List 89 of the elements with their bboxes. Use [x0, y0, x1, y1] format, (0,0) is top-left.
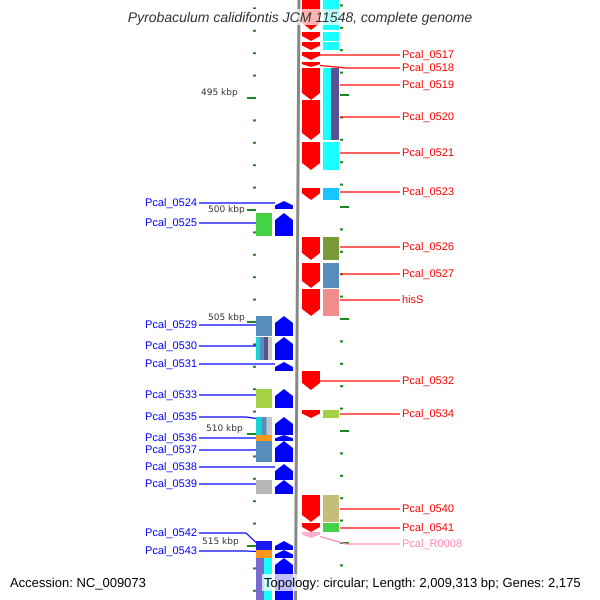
gene-drawing [302, 42, 340, 50]
gene-label: Pcal_0537 [145, 443, 197, 457]
scale-label: 505 kbp [208, 313, 245, 324]
leader-line [320, 54, 400, 56]
gene-drawing [256, 441, 293, 462]
leader-line [320, 380, 400, 382]
genome-title: Pyrobaculum calidifontis JCM 11548, complete genome [126, 9, 474, 25]
scale-label: 510 kbp [206, 424, 243, 435]
gene-drawing [302, 100, 340, 140]
leader-line [199, 532, 256, 543]
gene-label: Pcal_0536 [145, 431, 197, 445]
gene-label: Pcal_0519 [402, 78, 454, 92]
gene-drawing [302, 237, 340, 260]
leader-line [199, 394, 256, 396]
gene-drawing [256, 435, 293, 441]
gene-drawing [275, 464, 293, 480]
gene-label: Pcal_0523 [402, 185, 454, 199]
leader-line [340, 527, 400, 529]
gene-label: Pcal_R0008 [402, 537, 462, 551]
leader-line [340, 152, 400, 154]
leader-line [199, 416, 256, 420]
gene-drawing [275, 201, 293, 209]
scale-label: 500 kbp [208, 205, 245, 216]
gene-drawing [275, 362, 293, 371]
scale-label: 495 kbp [201, 88, 238, 99]
gene-label: Pcal_0532 [402, 374, 454, 388]
gene-label: Pcal_0526 [402, 240, 454, 254]
gene-drawing [302, 523, 340, 532]
gene-label: Pcal_0524 [145, 196, 197, 210]
gene-label: Pcal_0541 [402, 521, 454, 535]
gene-label: Pcal_0539 [145, 477, 197, 491]
leader-line [340, 299, 400, 301]
scale-label: 515 kbp [202, 537, 239, 548]
gene-drawing [302, 32, 340, 41]
gene-label: Pcal_0527 [402, 267, 454, 281]
gene-drawing [256, 389, 293, 408]
leader-line [199, 550, 256, 552]
gene-label: Pcal_0530 [145, 339, 197, 353]
gene-drawing [302, 371, 320, 390]
leader-line [320, 536, 400, 545]
gene-drawing [256, 316, 293, 336]
gene-label: Pcal_0531 [145, 357, 197, 371]
gene-drawing [302, 68, 340, 100]
leader-line [340, 508, 400, 510]
gene-drawing [302, 142, 340, 170]
gene-drawing [256, 417, 293, 435]
gene-drawing [302, 52, 320, 60]
leader-line [199, 449, 256, 451]
gene-drawing [302, 188, 340, 200]
gene-drawing [256, 213, 293, 236]
genome-summary-text: Topology: circular; Length: 2,009,313 bp; Genes: 2,175 [262, 574, 583, 591]
gene-label: Pcal_0542 [145, 526, 197, 540]
gene-drawing [256, 550, 293, 558]
gene-label: Pcal_0540 [402, 502, 454, 516]
leader-line [340, 273, 400, 275]
leader-line [199, 222, 256, 224]
gene-label: Pcal_0538 [145, 460, 197, 474]
leader-line [340, 413, 400, 415]
leader-line [199, 483, 256, 485]
leader-line [199, 466, 275, 468]
leader-line [320, 64, 400, 69]
gene-label: Pcal_0520 [402, 110, 454, 124]
leader-line [340, 84, 400, 86]
gene-label: Pcal_0518 [402, 61, 454, 75]
leader-line [340, 116, 400, 118]
gene-label: Pcal_0543 [145, 544, 197, 558]
leader-line [199, 202, 275, 204]
gene-label: hisS [402, 293, 424, 307]
leader-line [199, 324, 256, 326]
gene-label: Pcal_0525 [145, 216, 197, 230]
gene-label: Pcal_0521 [402, 146, 454, 160]
leader-line [199, 363, 275, 365]
gene-drawing [256, 541, 293, 550]
gene-drawing [302, 410, 340, 418]
gene-drawing [302, 263, 340, 288]
gene-label: Pcal_0529 [145, 318, 197, 332]
leader-line [340, 246, 400, 248]
gene-label: Pcal_0517 [402, 48, 454, 62]
gene-label: Pcal_0534 [402, 407, 454, 421]
gene-label: Pcal_0535 [145, 410, 197, 424]
leader-line [199, 437, 256, 439]
gene-drawing [256, 480, 293, 494]
leader-line [199, 345, 256, 347]
gene-drawing [256, 337, 293, 360]
gene-drawing [302, 495, 340, 522]
gene-drawing [302, 532, 320, 538]
gene-drawing [302, 289, 340, 316]
leader-line [340, 191, 400, 193]
gene-label: Pcal_0533 [145, 388, 197, 402]
